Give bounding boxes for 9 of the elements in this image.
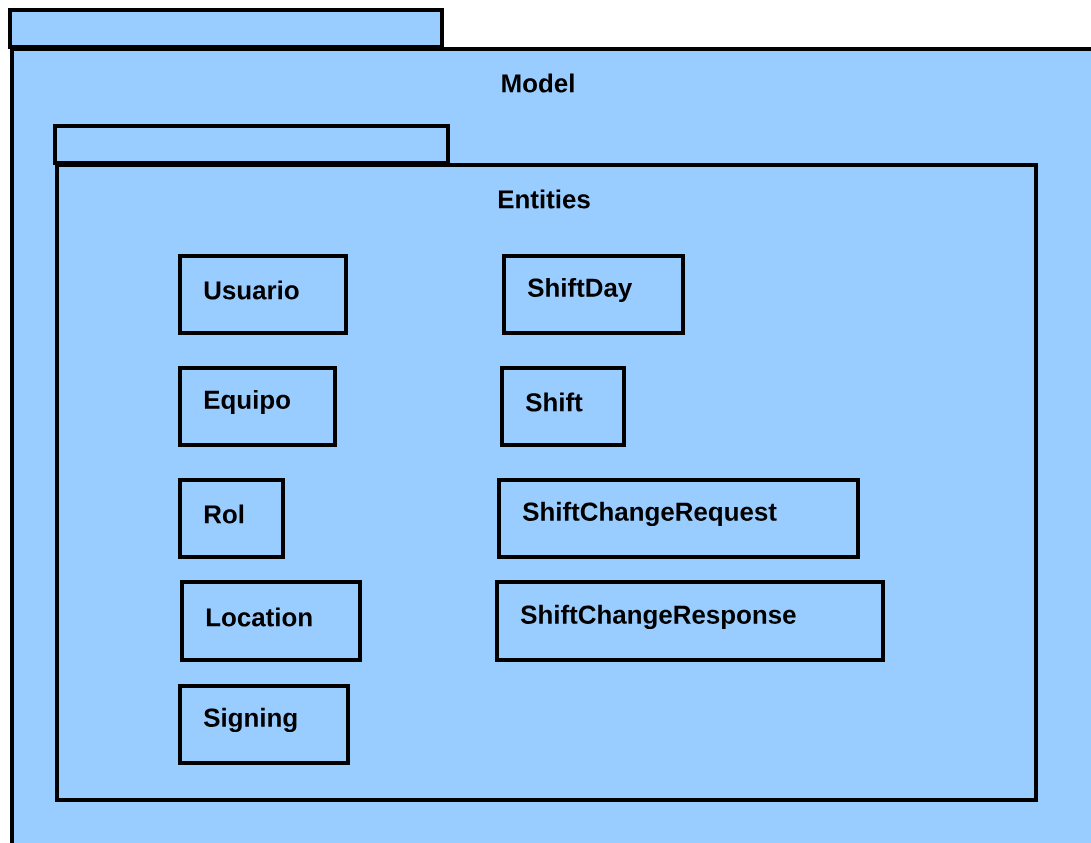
class-box: ShiftChangeResponse: [495, 580, 885, 662]
class-box: ShiftChangeRequest: [497, 478, 860, 559]
class-box: ShiftDay: [502, 254, 685, 335]
class-box: Usuario: [178, 254, 348, 335]
class-box: Shift: [500, 366, 626, 447]
class-box: Equipo: [178, 366, 337, 447]
class-box: Signing: [178, 684, 350, 765]
class-box: Location: [180, 580, 362, 662]
class-box: Rol: [178, 478, 285, 559]
